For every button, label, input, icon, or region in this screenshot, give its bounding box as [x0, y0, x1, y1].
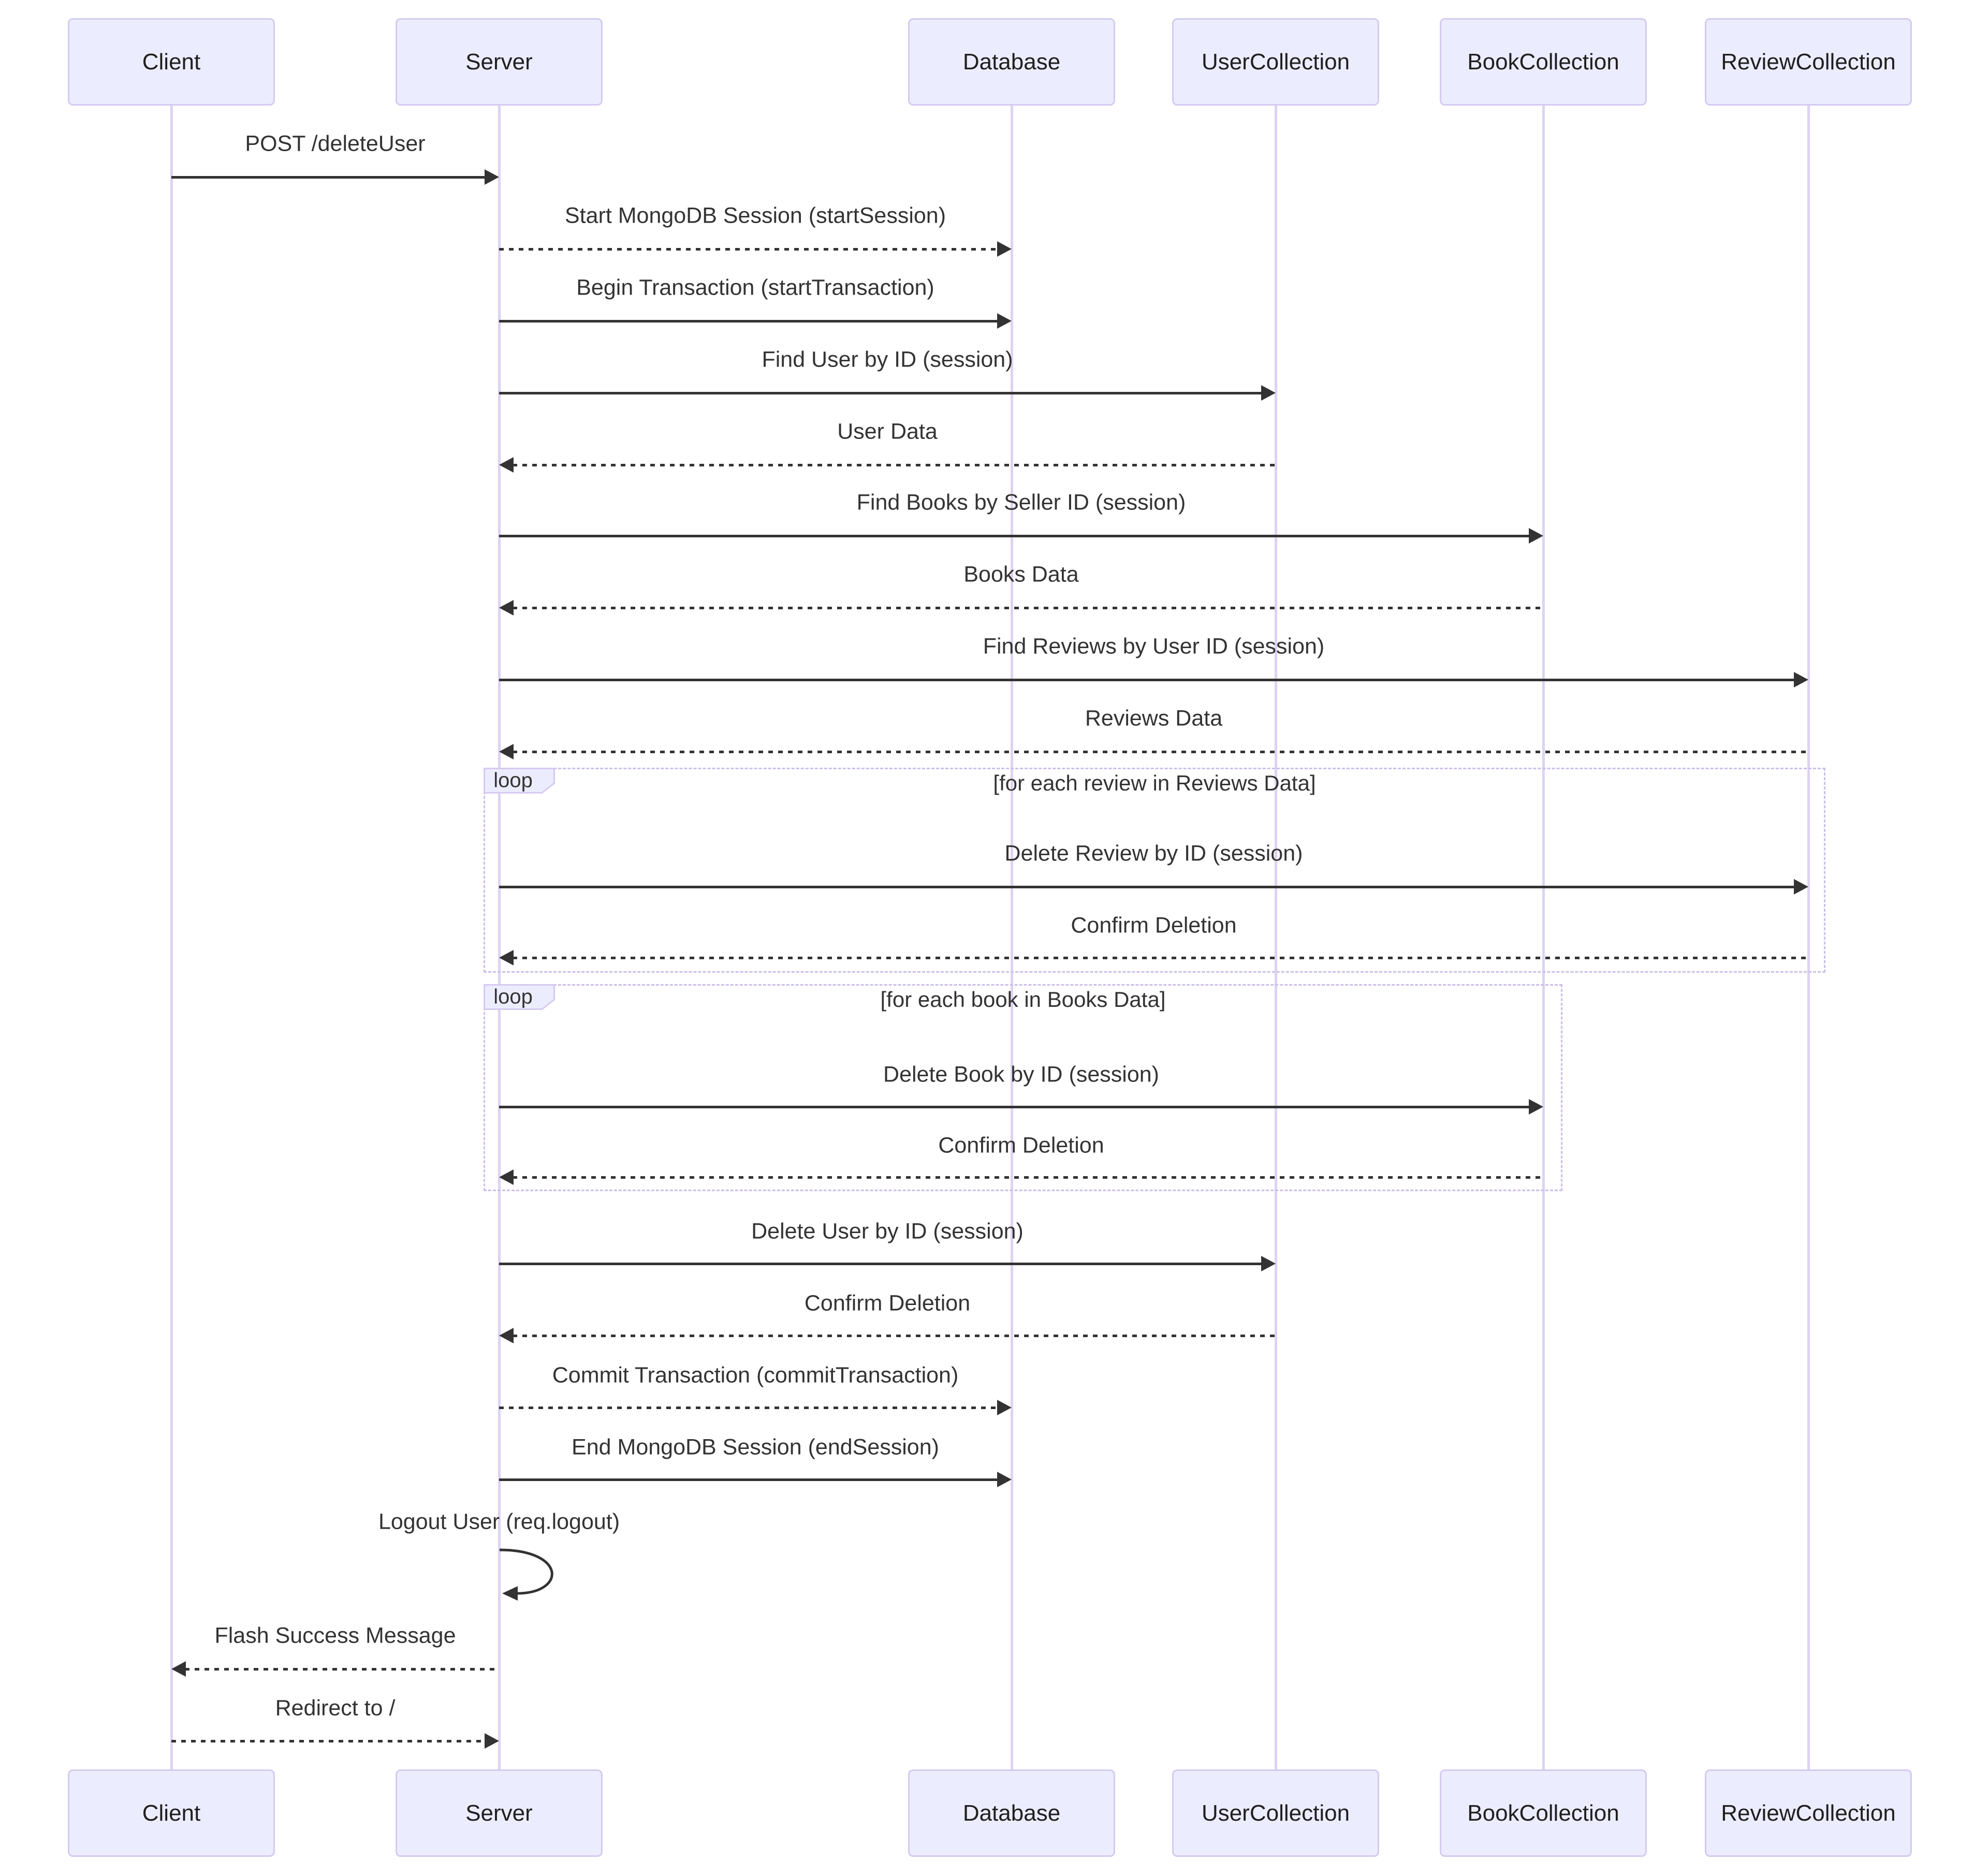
message-arrow-line	[499, 247, 998, 251]
message-arrow-line	[499, 1105, 1530, 1108]
message-label: Logout User (req.logout)	[378, 1509, 620, 1534]
participant-box-top-bookcollection: BookCollection	[1440, 18, 1647, 106]
message-label: Flash Success Message	[214, 1623, 456, 1648]
loop-frame	[484, 984, 1562, 1191]
message-label: User Data	[837, 419, 938, 444]
arrowhead-icon	[499, 1169, 514, 1185]
loop-label-shape	[484, 984, 555, 1010]
loop-label-shape	[484, 768, 555, 794]
message-arrow-line	[185, 1667, 499, 1671]
message-label: POST /deleteUser	[245, 131, 426, 156]
lifeline-client	[170, 106, 173, 1769]
arrowhead-icon	[485, 169, 499, 185]
loop-label-text: loop	[493, 769, 533, 792]
message-label: Start MongoDB Session (startSession)	[564, 203, 946, 228]
message-arrow-line	[513, 1176, 1543, 1179]
loop-label-text: loop	[493, 985, 533, 1008]
message-label: Redirect to /	[275, 1695, 396, 1721]
arrowhead-icon	[485, 1733, 499, 1749]
loop-label-tag	[484, 768, 555, 796]
arrowhead-icon	[499, 1328, 514, 1343]
participant-box-bottom-reviewcollection: ReviewCollection	[1705, 1769, 1912, 1857]
message-label: Confirm Deletion	[804, 1291, 971, 1316]
arrowhead-icon	[1529, 528, 1543, 544]
message-arrow-line	[499, 678, 1795, 681]
participant-box-top-client: Client	[68, 18, 275, 106]
message-arrow-line	[513, 750, 1808, 753]
participant-box-bottom-usercollection: UserCollection	[1172, 1769, 1379, 1857]
loop-frame	[484, 768, 1825, 973]
lifeline-reviewcollection	[1807, 106, 1810, 1769]
arrowhead-icon	[499, 950, 514, 965]
loop-condition-text: [for each book in Books Data]	[880, 987, 1166, 1012]
loop-label-tag	[484, 984, 555, 1013]
message-label: Confirm Deletion	[938, 1133, 1104, 1158]
message-arrow-line	[499, 1262, 1262, 1265]
message-arrow-line	[513, 956, 1808, 959]
arrowhead-icon	[997, 1400, 1012, 1415]
arrowhead-icon	[499, 457, 514, 473]
arrowhead-icon	[997, 241, 1012, 257]
self-message-arrow	[498, 1547, 576, 1601]
arrowhead-icon	[1261, 1256, 1276, 1271]
arrowhead-icon	[1529, 1099, 1543, 1115]
lifeline-database	[1010, 106, 1013, 1769]
participant-box-top-database: Database	[908, 18, 1115, 106]
message-label: Delete Book by ID (session)	[883, 1062, 1159, 1087]
message-label: Find User by ID (session)	[762, 347, 1013, 372]
arrowhead-icon	[499, 744, 514, 759]
lifeline-bookcollection	[1542, 106, 1545, 1769]
message-arrow-line	[499, 885, 1795, 888]
participant-box-top-reviewcollection: ReviewCollection	[1705, 18, 1912, 106]
message-arrow-line	[171, 175, 486, 179]
message-label: Commit Transaction (commitTransaction)	[552, 1363, 959, 1388]
message-label: Find Reviews by User ID (session)	[983, 634, 1325, 659]
lifeline-server	[498, 106, 501, 1769]
arrowhead-icon	[997, 1472, 1012, 1487]
arrowhead-icon	[1794, 672, 1808, 687]
message-label: Delete User by ID (session)	[751, 1219, 1024, 1244]
message-arrow-line	[499, 1406, 998, 1409]
self-arrow-curve	[499, 1548, 553, 1601]
participant-box-bottom-client: Client	[68, 1769, 275, 1857]
participant-box-top-server: Server	[396, 18, 603, 106]
arrowhead-icon	[171, 1661, 186, 1677]
message-arrow-line	[499, 1478, 998, 1481]
lifeline-usercollection	[1274, 106, 1277, 1769]
message-arrow-line	[171, 1739, 486, 1742]
arrowhead-icon	[499, 600, 514, 616]
message-label: Reviews Data	[1085, 706, 1223, 731]
message-arrow-line	[513, 1334, 1276, 1337]
participant-box-top-usercollection: UserCollection	[1172, 18, 1379, 106]
arrowhead-icon	[997, 313, 1012, 329]
message-label: Find Books by Seller ID (session)	[856, 490, 1186, 515]
participant-box-bottom-server: Server	[396, 1769, 603, 1857]
message-label: Begin Transaction (startTransaction)	[576, 275, 934, 300]
loop-condition-text: [for each review in Reviews Data]	[993, 771, 1316, 795]
message-label: Confirm Deletion	[1071, 913, 1237, 938]
message-arrow-line	[513, 606, 1543, 609]
message-arrow-line	[499, 319, 998, 323]
arrowhead-icon	[1261, 385, 1276, 401]
arrowhead-icon	[1794, 879, 1808, 895]
message-label: End MongoDB Session (endSession)	[572, 1434, 939, 1460]
message-arrow-line	[513, 463, 1276, 466]
message-label: Delete Review by ID (session)	[1004, 841, 1303, 866]
participant-box-bottom-database: Database	[908, 1769, 1115, 1857]
participant-box-bottom-bookcollection: BookCollection	[1440, 1769, 1647, 1857]
message-arrow-line	[499, 534, 1530, 537]
message-arrow-line	[499, 391, 1262, 394]
message-label: Books Data	[963, 562, 1079, 587]
